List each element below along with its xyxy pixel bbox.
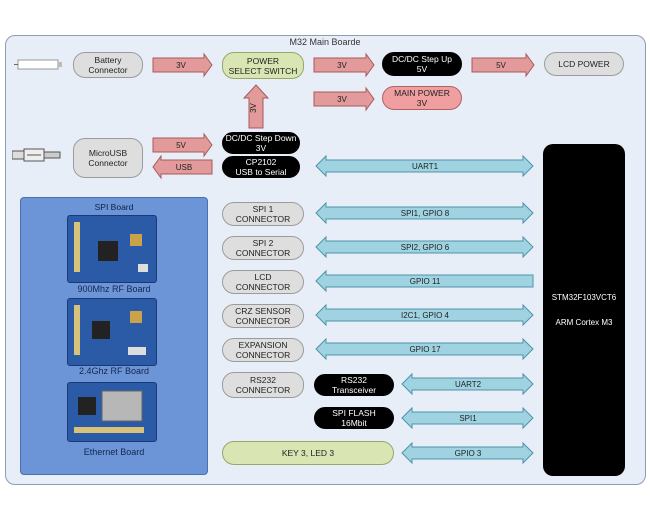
label-crz: I2C1, GPIO 4 [401,311,450,320]
label-usb-5v: 5V [176,141,186,150]
mcu-core: ARM Cortex M3 [555,318,613,327]
label-spiflash: SPI1 [459,414,477,423]
label-lcd: GPIO 11 [410,277,441,286]
arrow-stepup-5v [471,52,535,78]
ethernet-board-drawing [74,390,144,433]
dcdc-step-up: DC/DC Step Up 5V [382,52,462,76]
battery-connector: Battery Connector [73,52,143,78]
label-expansion: GPIO 17 [409,345,441,354]
lcd-connector: LCD CONNECTOR [222,270,304,294]
dcdc-step-down: DC/DC Step Down 3V [222,132,300,154]
key-led-block: KEY 3, LED 3 [222,441,394,465]
arrow-spi1 [315,201,534,225]
arrow-expansion [315,337,534,361]
spi2-connector: SPI 2 CONNECTOR [222,236,304,260]
label-battery-3v: 3V [176,61,186,70]
arrow-crz [315,303,534,327]
mcu-name: STM32F103VCT6 [551,293,617,302]
rf24-board-drawing [74,305,146,355]
battery-icon [14,59,62,70]
spi-flash: SPI FLASH 16Mbit [314,407,394,429]
arrow-key [401,441,534,465]
rf900-board-label: 900Mhz RF Board [77,284,151,294]
rf24-board-image [67,298,157,366]
arrow-usb-back [152,154,213,180]
label-uart2: UART2 [455,380,482,389]
label-key: GPIO 3 [455,449,482,458]
rf900-board-image [67,215,157,283]
main-power: MAIN POWER 3V [382,86,462,110]
label-spi2: SPI2, GPIO 6 [401,243,450,252]
spi-board-title: SPI Board [94,202,134,212]
diagram-title: M32 Main Boarde [289,37,361,47]
arrow-select-3v [313,52,375,78]
arrow-spiflash [401,406,534,430]
arrow-vertical-3v [242,84,270,129]
label-usb-back: USB [176,163,192,172]
label-uart1: UART1 [412,162,439,171]
spi1-connector: SPI 1 CONNECTOR [222,202,304,226]
rf24-board-label: 2.4Ghz RF Board [78,366,150,376]
power-select-switch: POWER SELECT SWITCH [222,52,304,79]
microusb-connector: MicroUSB Connector [73,138,143,178]
label-main-3v: 3V [337,95,347,104]
rf900-board-drawing [74,222,148,272]
arrow-battery-3v [152,52,213,78]
usb-cable-icon [12,148,61,162]
ethernet-board-label: Ethernet Board [83,447,145,457]
arrow-uart2 [401,372,534,396]
arrow-spi2 [315,235,534,259]
rs232-transceiver: RS232 Transceiver [314,374,394,396]
spi-board-panel: SPI Board 900Mhz RF Board 2.4Ghz RF Boar… [20,197,208,475]
label-select-3v: 3V [337,61,347,70]
rs232-connector: RS232 CONNECTOR [222,372,304,398]
cp2102: CP2102 USB to Serial [222,156,300,178]
arrow-uart1 [315,154,534,178]
lcd-power: LCD POWER [544,52,624,76]
arrow-main-3v [313,86,375,112]
expansion-connector: EXPANSION CONNECTOR [222,338,304,362]
arrow-lcd [315,269,534,293]
label-spi1: SPI1, GPIO 8 [401,209,450,218]
arrow-usb-5v [152,132,213,158]
ethernet-board-image [67,382,157,442]
label-vertical-3v: 3V [249,102,258,112]
label-stepup-5v: 5V [496,61,506,70]
mcu-block: STM32F103VCT6 ARM Cortex M3 [543,144,625,476]
crz-sensor-connector: CRZ SENSOR CONNECTOR [222,304,304,328]
